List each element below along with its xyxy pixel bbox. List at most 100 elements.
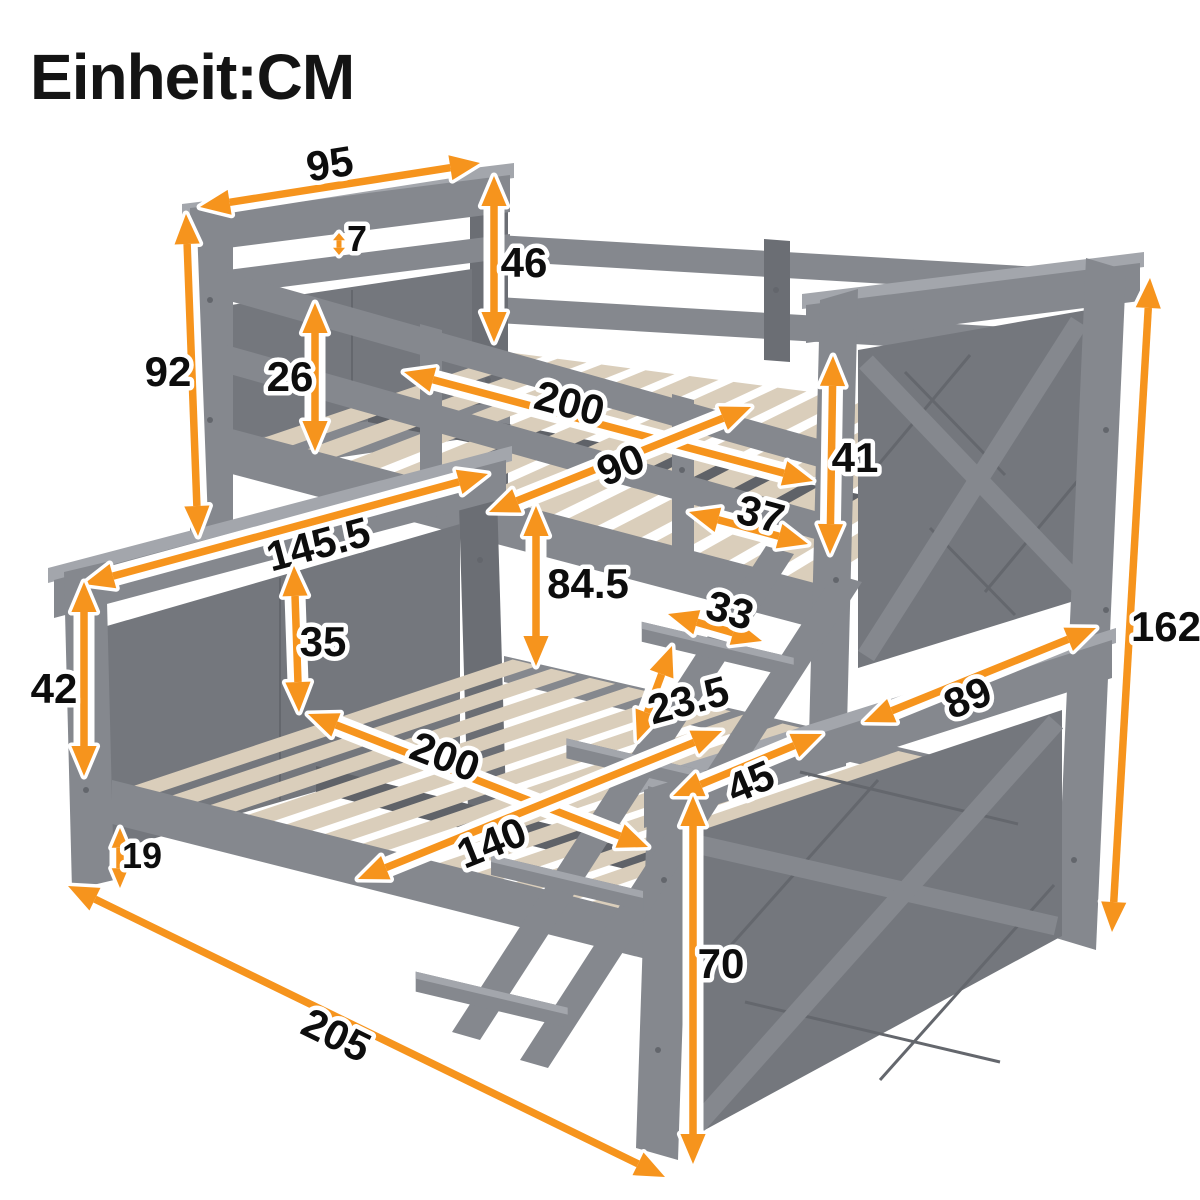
dimension-arrow-d200_bottom — [304, 709, 652, 852]
arrow-part — [489, 489, 522, 513]
dimension-arrow-d95 — [196, 151, 484, 219]
arrow-part — [302, 303, 328, 333]
ladder-left-stringer — [452, 546, 794, 1040]
upper-right-headboard-cap — [802, 252, 1144, 309]
dimension-label-d26: 26 — [267, 353, 314, 400]
arrow-part — [282, 566, 308, 597]
dimension-label-d92: 92 — [145, 348, 192, 395]
dimension-label-d35: 35 — [300, 618, 347, 665]
arrow-part — [668, 610, 701, 635]
arrow-part — [817, 523, 844, 554]
arrow-part — [481, 176, 507, 206]
arrow-part — [789, 733, 822, 758]
arrow-part — [84, 563, 117, 589]
arrow-part — [334, 721, 622, 840]
arrow-part — [689, 730, 722, 754]
arrow-part — [515, 414, 725, 505]
arrow-part — [826, 385, 837, 525]
arrow-part — [718, 406, 751, 430]
arrow-part — [111, 828, 129, 848]
arrow-part — [699, 742, 796, 788]
arrow-part — [680, 796, 706, 826]
arrow-part — [174, 214, 200, 245]
arrow-part — [404, 367, 437, 392]
arrow-part — [1109, 307, 1153, 903]
arrow-part — [183, 243, 201, 507]
dimension-arrow-d70 — [676, 792, 710, 1168]
screw-dot — [83, 787, 89, 793]
arrow-part — [333, 233, 345, 241]
arrow-part — [358, 856, 391, 880]
arrow-part — [291, 595, 302, 683]
arrow-part — [1101, 901, 1127, 932]
arrow-part — [93, 895, 640, 1168]
arrow-part — [111, 868, 129, 888]
arrow-part — [649, 646, 674, 679]
dimension-arrow-d200_top — [400, 364, 817, 489]
ladder-step-top — [641, 621, 794, 665]
arrow-part — [523, 506, 549, 536]
arrow-part — [229, 163, 451, 207]
dimension-arrow-d45 — [669, 730, 826, 800]
dimension-label-d95: 95 — [303, 137, 356, 191]
screw-dot — [1103, 427, 1109, 433]
arrow-part — [890, 635, 1070, 715]
screw-dot — [207, 417, 213, 423]
upper-headboard-top-rail — [188, 175, 510, 253]
dimension-arrow-d205 — [64, 882, 669, 1181]
dimension-arrow-d46 — [477, 172, 511, 346]
dimension-arrow-d19 — [108, 824, 132, 892]
dimension-arrow-d23_5 — [632, 642, 677, 745]
lower-bed-slat — [506, 750, 924, 892]
lower-bed-slat — [276, 696, 693, 835]
dimension-arrow-d162 — [1097, 274, 1165, 936]
screw-dot — [207, 297, 213, 303]
upper-right-headboard-top-rail — [806, 263, 1140, 343]
arrow-part — [615, 824, 648, 848]
unit-title: Einheit:CM — [30, 41, 354, 113]
dimension-label-d84_5: 84.5 — [547, 560, 629, 607]
arrow-part — [200, 189, 232, 215]
arrow-part — [864, 699, 897, 723]
dimension-arrow-d140 — [354, 727, 726, 883]
arrow-part — [673, 772, 706, 797]
upper-rear-guardrail-post — [764, 239, 790, 362]
arrow-part — [775, 524, 808, 549]
dimension-label-d46: 46 — [501, 239, 548, 286]
dimension-label-d19: 19 — [122, 835, 162, 876]
dimension-label-d70: 70 — [698, 940, 745, 987]
upper-right-headboard-x-bar — [857, 316, 1088, 662]
upper-headboard-second-rail — [188, 234, 510, 299]
arrow-part — [523, 636, 549, 666]
dimension-arrow-d7 — [329, 229, 349, 259]
dimension-arrow-d37 — [685, 504, 812, 552]
arrow-part — [302, 421, 328, 451]
dimension-arrow-d35 — [278, 562, 315, 716]
arrow-part — [1063, 627, 1096, 651]
screw-dot — [477, 557, 483, 563]
arrow-part — [680, 1134, 706, 1164]
screw-dot — [679, 467, 685, 473]
arrow-part — [432, 376, 785, 477]
arrow-part — [1135, 278, 1161, 309]
arrow-part — [285, 681, 311, 712]
screw-dot — [833, 577, 839, 583]
arrow-part — [716, 516, 781, 540]
dimension-label-d41: 41 — [832, 434, 879, 481]
lower-headboard-cap — [48, 446, 512, 583]
dimension-label-d7: 7 — [347, 218, 367, 259]
panel-rib — [698, 779, 880, 981]
dimension-arrow-d92 — [171, 210, 213, 540]
arrow-part — [184, 505, 210, 536]
screw-dot — [1071, 857, 1077, 863]
dimension-arrow-d41 — [814, 352, 849, 558]
arrow-part — [308, 713, 341, 737]
screw-dot — [655, 1047, 661, 1053]
arrow-part — [384, 738, 696, 872]
arrow-part — [111, 478, 461, 580]
ladder-step-top — [491, 855, 644, 899]
ladder-step-top — [415, 971, 568, 1015]
lower-footboard-x-bar — [688, 715, 1064, 1133]
